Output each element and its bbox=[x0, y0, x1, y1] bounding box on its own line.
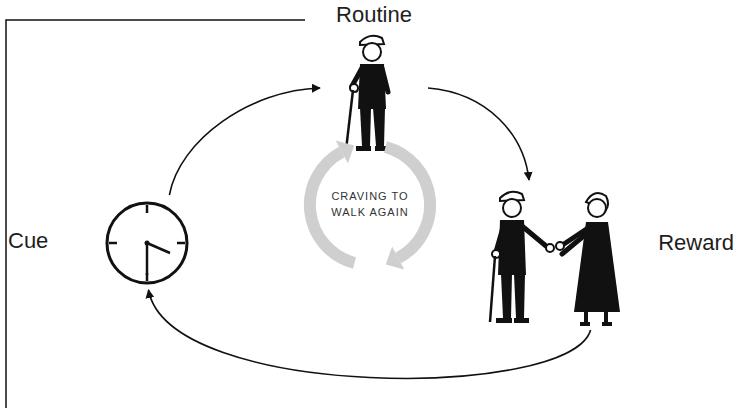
center-text-holder: CRAVING TO WALK AGAIN bbox=[295, 130, 445, 280]
frame-line bbox=[6, 20, 305, 408]
habit-step: Reward bbox=[470, 180, 738, 330]
step-label: Reward bbox=[658, 230, 734, 256]
habit-step: Routine bbox=[320, 4, 428, 154]
craving-circle: CRAVING TO WALK AGAIN bbox=[295, 130, 445, 280]
craving-text: CRAVING TO WALK AGAIN bbox=[327, 189, 413, 221]
habit-step: Cue bbox=[6, 195, 196, 290]
step-label: Routine bbox=[320, 2, 428, 28]
step-label: Cue bbox=[8, 228, 48, 254]
cycle-ring bbox=[295, 130, 445, 280]
cycle-arrow bbox=[169, 88, 320, 195]
cycle-arrow bbox=[428, 88, 529, 180]
